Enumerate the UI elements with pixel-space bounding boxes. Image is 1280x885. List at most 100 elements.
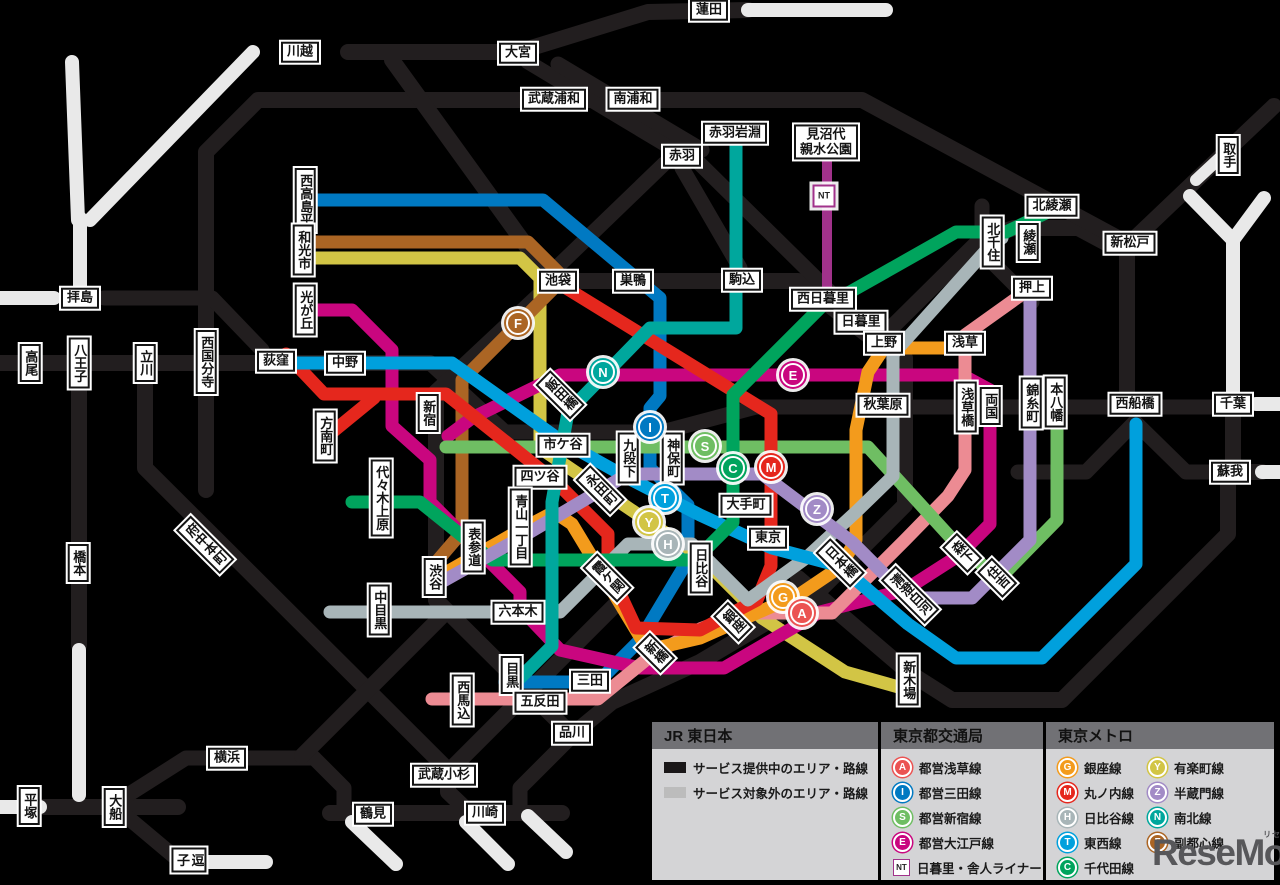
legend-symbol-NT: NT — [893, 859, 910, 876]
station-label: 青山一丁目 — [509, 488, 531, 566]
legend-symbol-T: T — [1058, 833, 1077, 852]
station-label: 北綾瀬 — [1026, 195, 1078, 217]
station-label: 新宿 — [417, 394, 439, 432]
legend-symbol-Z: Z — [1148, 783, 1168, 802]
legend-item-label: 都営浅草線 — [919, 762, 982, 776]
legend-item: G 銀座線 — [1058, 758, 1134, 777]
station-label: 本八幡 — [1044, 376, 1066, 428]
station-label: 池袋 — [538, 270, 578, 292]
station-label: 中野 — [325, 352, 365, 374]
line-symbol-H: H — [656, 532, 680, 556]
station-label: 取手 — [1217, 136, 1239, 174]
legend-panel-jr: JR 東日本 サービス提供中のエリア・路線サービス対象外のエリア・路線 — [652, 722, 878, 880]
legend-symbol-I: I — [893, 783, 912, 802]
legend-item-label: 南北線 — [1174, 812, 1212, 826]
line-symbol-E: E — [781, 363, 805, 387]
legend-symbol-Y: Y — [1148, 758, 1168, 777]
legend-item-label: サービス対象外のエリア・路線 — [692, 787, 868, 801]
station-label: 六本木 — [492, 601, 544, 623]
station-label: 蘇我 — [1210, 461, 1250, 483]
station-label: 立川 — [134, 344, 156, 382]
rail-line-jr-zushi — [118, 808, 184, 866]
station-label: 五反田 — [514, 691, 566, 713]
legend-panel-toei-title: 東京都交通局 — [881, 722, 1043, 749]
station-label: 浅草 — [945, 332, 985, 354]
line-symbol-I: I — [638, 415, 662, 439]
station-label: 平塚 — [18, 787, 40, 825]
rail-line-jr-nishifunabashi-west — [1010, 414, 1143, 480]
legend-item: A 都営浅草線 — [893, 758, 1033, 777]
rail-line-toei-shinjuku — [439, 405, 1064, 585]
station-label: 方南町 — [314, 410, 336, 462]
line-symbol-S: S — [693, 434, 717, 458]
station-label: 中目黒 — [368, 584, 390, 636]
rail-line-gray-chiba-y-west — [1183, 189, 1240, 247]
legend-symbol-H: H — [1058, 808, 1077, 827]
legend-item-label: 有楽町線 — [1174, 762, 1225, 776]
station-label: 川崎 — [465, 802, 505, 824]
station-label: 渋谷 — [423, 558, 445, 596]
legend-swatch — [664, 787, 686, 798]
station-label: 千葉 — [1213, 393, 1253, 415]
line-symbol-A: A — [790, 601, 814, 625]
station-label: 和光市 — [292, 224, 314, 276]
legend-symbol-N: N — [1148, 808, 1168, 827]
station-label: 武蔵小杉 — [411, 764, 477, 786]
legend-symbol-C: C — [1058, 858, 1077, 877]
station-label: 品川 — [552, 722, 592, 744]
station-label: 日暮里 — [835, 311, 887, 333]
legend-symbol-G: G — [1058, 758, 1077, 777]
legend-item: N 南北線 — [1148, 808, 1224, 827]
rail-line-jr-akabane-ikebukuro — [544, 156, 672, 280]
station-label: 新松戸 — [1104, 232, 1156, 254]
station-label: 高尾 — [19, 344, 41, 382]
legend-symbol-A: A — [893, 758, 912, 777]
legend-item: T 東西線 — [1058, 833, 1134, 852]
legend-symbol-F: F — [1148, 833, 1168, 852]
station-label: 上野 — [864, 332, 904, 354]
station-label: 蓮田 — [689, 0, 729, 21]
station-label: 逗子 — [171, 847, 207, 873]
rail-line-jr-keihin-1 — [520, 54, 686, 160]
legend-symbol-M: M — [1058, 783, 1077, 802]
station-label: 拝島 — [60, 287, 100, 309]
station-label: 東京 — [748, 527, 788, 549]
rail-line-metro-marunouchi-branch — [323, 391, 381, 441]
line-symbol-M: M — [759, 455, 783, 479]
station-label: 三田 — [570, 670, 610, 692]
station-label: 八王子 — [68, 337, 90, 389]
legend-panel-metro-title: 東京メトロ — [1046, 722, 1274, 749]
station-label: 神保町 — [661, 432, 683, 484]
line-symbol-T: T — [653, 486, 677, 510]
rail-line-jr-shinagawa-kawasaki — [512, 728, 580, 821]
station-label: 赤羽岩淵 — [702, 122, 768, 144]
station-label: 南浦和 — [607, 88, 659, 110]
legend-item-label: 丸ノ内線 — [1084, 787, 1135, 801]
station-label: 綾瀬 — [1017, 223, 1039, 261]
legend-symbol-E: E — [893, 833, 912, 852]
station-label: 秋葉原 — [857, 394, 909, 416]
line-symbol-F: F — [506, 311, 530, 335]
station-label: 西高島平 — [294, 168, 316, 232]
station-label: 川越 — [280, 41, 320, 63]
legend-item-label: 都営新宿線 — [919, 812, 982, 826]
resemom-watermark-text: ReseMom. — [1152, 832, 1280, 873]
station-label: 橋本 — [67, 544, 89, 582]
legend-item-label: 銀座線 — [1084, 762, 1122, 776]
legend-item-label: 都営大江戸線 — [919, 837, 995, 851]
station-label: 横浜 — [207, 747, 247, 769]
station-label: 表参道 — [462, 521, 484, 573]
legend-item: Y 有楽町線 — [1148, 758, 1224, 777]
station-label: 日比谷 — [689, 542, 711, 594]
legend-item-label: 日暮里・舎人ライナー — [917, 862, 1042, 876]
station-label: 西国分寺 — [195, 330, 217, 394]
legend-item-label: 東西線 — [1084, 837, 1122, 851]
legend-panel-jr-title: JR 東日本 — [652, 722, 878, 749]
legend-item: サービス提供中のエリア・路線 — [664, 758, 868, 777]
